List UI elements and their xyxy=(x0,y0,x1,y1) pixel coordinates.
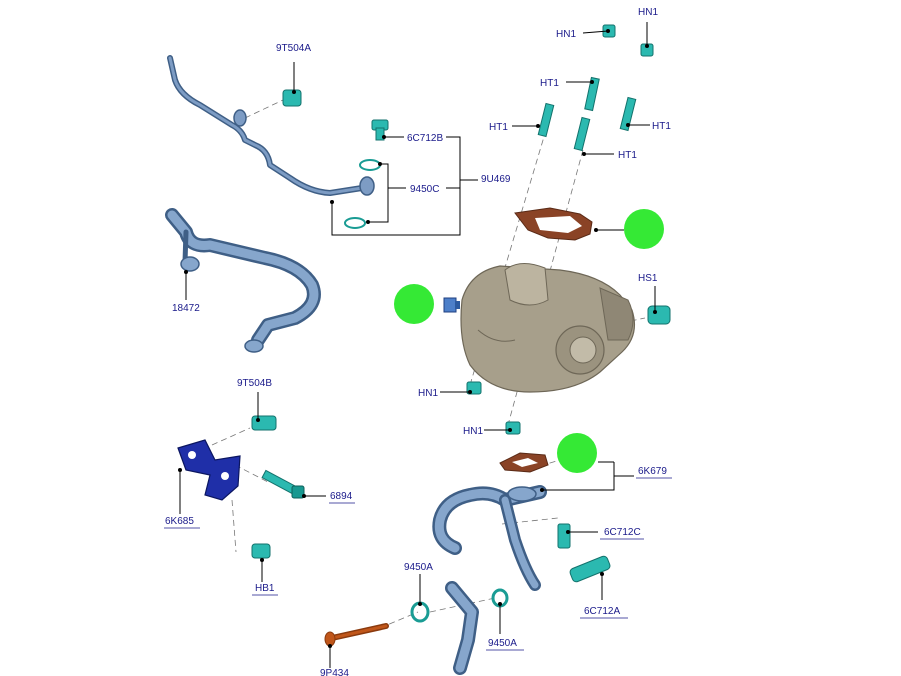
green-circle-marker xyxy=(557,433,597,473)
green-circle-marker xyxy=(394,284,434,324)
label-hs1[interactable]: HS1 xyxy=(638,273,658,284)
turbo-inlet-gasket[interactable] xyxy=(514,207,593,241)
turbocharger-assembly[interactable] xyxy=(460,263,635,393)
label-6c712c[interactable]: 6C712C xyxy=(604,527,641,538)
label-9t504b[interactable]: 9T504B xyxy=(237,378,272,389)
leader-lines xyxy=(178,22,657,668)
label-hn1-low[interactable]: HN1 xyxy=(463,426,483,437)
label-9p434[interactable]: 9P434 xyxy=(320,668,349,676)
turbo-outlet-gasket[interactable] xyxy=(499,452,549,473)
part-labels: HN1 HN1 HT1 HT1 HT1 HT1 9T504A 6C712B 94… xyxy=(164,7,672,676)
label-ht1-a[interactable]: HT1 xyxy=(540,78,559,89)
label-9450a-right[interactable]: 9450A xyxy=(488,638,517,649)
label-hn1-mid[interactable]: HN1 xyxy=(418,388,438,399)
label-ht1-c[interactable]: HT1 xyxy=(652,121,671,132)
label-9450a-left[interactable]: 9450A xyxy=(404,562,433,573)
label-6c712b[interactable]: 6C712B xyxy=(407,133,443,144)
label-9450c[interactable]: 9450C xyxy=(410,184,439,195)
label-hn1-top-right[interactable]: HN1 xyxy=(638,7,658,18)
label-9u469[interactable]: 9U469 xyxy=(481,174,511,185)
label-6894[interactable]: 6894 xyxy=(330,491,353,502)
label-6k685[interactable]: 6K685 xyxy=(165,516,194,527)
label-6k679[interactable]: 6K679 xyxy=(638,466,667,477)
bolt-9p434[interactable] xyxy=(324,623,389,647)
oil-return-pipe[interactable] xyxy=(165,208,321,353)
bracket-6k685[interactable] xyxy=(177,439,241,501)
oil-feed-pipe[interactable] xyxy=(167,55,375,196)
label-18472[interactable]: 18472 xyxy=(172,303,200,314)
label-hn1-top-left[interactable]: HN1 xyxy=(556,29,576,40)
label-ht1-b[interactable]: HT1 xyxy=(489,122,508,133)
connector-icon xyxy=(443,297,460,313)
turbo-outlet-pipe[interactable] xyxy=(432,485,547,675)
label-6c712a[interactable]: 6C712A xyxy=(584,606,620,617)
label-hb1[interactable]: HB1 xyxy=(255,583,275,594)
label-ht1-d[interactable]: HT1 xyxy=(618,150,637,161)
label-9t504a[interactable]: 9T504A xyxy=(276,43,311,54)
green-circle-marker xyxy=(624,209,664,249)
